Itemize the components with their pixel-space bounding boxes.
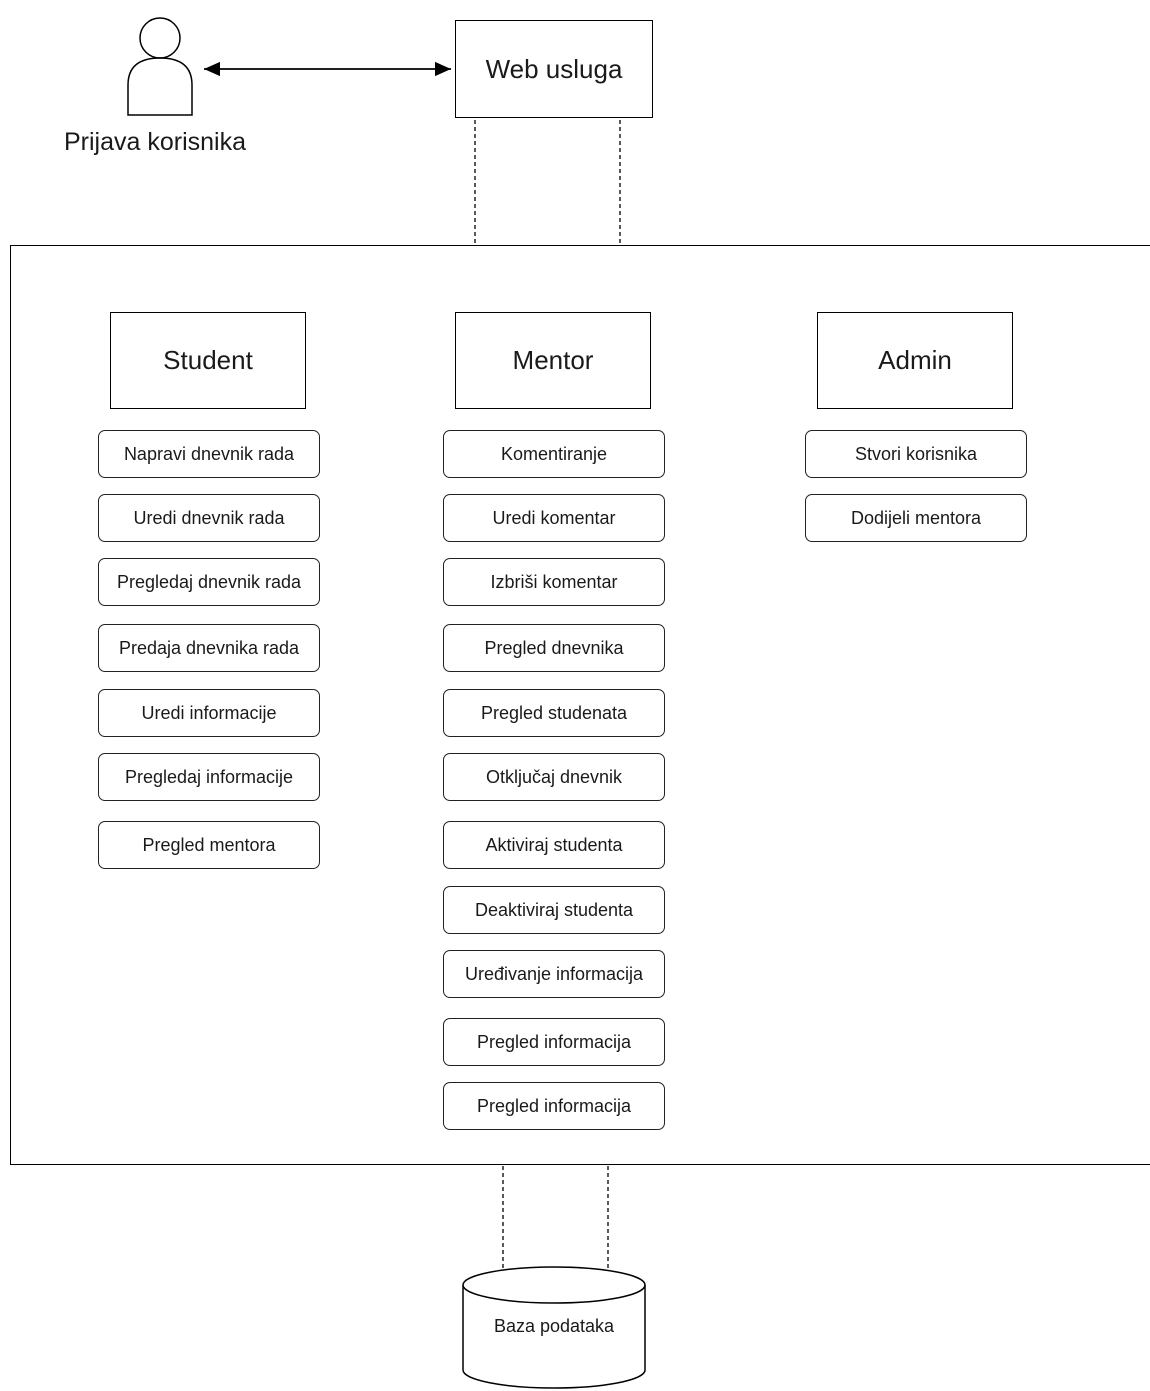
mentor-action[interactable]: Pregled informacija [443,1082,665,1130]
role-student-box[interactable]: Student [110,312,306,409]
user-icon [127,17,193,116]
mentor-action[interactable]: Deaktiviraj studenta [443,886,665,934]
system-boundary [10,245,1150,1165]
student-action[interactable]: Predaja dnevnika rada [98,624,320,672]
mentor-action[interactable]: Aktiviraj studenta [443,821,665,869]
mentor-action[interactable]: Otključaj dnevnik [443,753,665,801]
web-service-box[interactable]: Web usluga [455,20,653,118]
mentor-action[interactable]: Pregled studenata [443,689,665,737]
student-action[interactable]: Pregled mentora [98,821,320,869]
actor-label: Prijava korisnika [64,128,247,156]
student-action[interactable]: Napravi dnevnik rada [98,430,320,478]
student-action[interactable]: Pregledaj informacije [98,753,320,801]
role-admin-title: Admin [878,345,952,375]
database-cylinder-icon [462,1266,646,1389]
admin-action[interactable]: Stvori korisnika [805,430,1027,478]
role-mentor-box[interactable]: Mentor [455,312,651,409]
mentor-action[interactable]: Uređivanje informacija [443,950,665,998]
role-student-title: Student [163,345,253,375]
student-action[interactable]: Uredi dnevnik rada [98,494,320,542]
student-action[interactable]: Uredi informacije [98,689,320,737]
admin-action[interactable]: Dodijeli mentora [805,494,1027,542]
role-admin-box[interactable]: Admin [817,312,1013,409]
mentor-action[interactable]: Uredi komentar [443,494,665,542]
student-action[interactable]: Pregledaj dnevnik rada [98,558,320,606]
database-label: Baza podataka [493,1316,615,1336]
web-service-label: Web usluga [485,53,623,84]
mentor-action[interactable]: Pregled dnevnika [443,624,665,672]
mentor-action[interactable]: Izbriši komentar [443,558,665,606]
mentor-action[interactable]: Pregled informacija [443,1018,665,1066]
role-mentor-title: Mentor [512,345,594,375]
mentor-action[interactable]: Komentiranje [443,430,665,478]
